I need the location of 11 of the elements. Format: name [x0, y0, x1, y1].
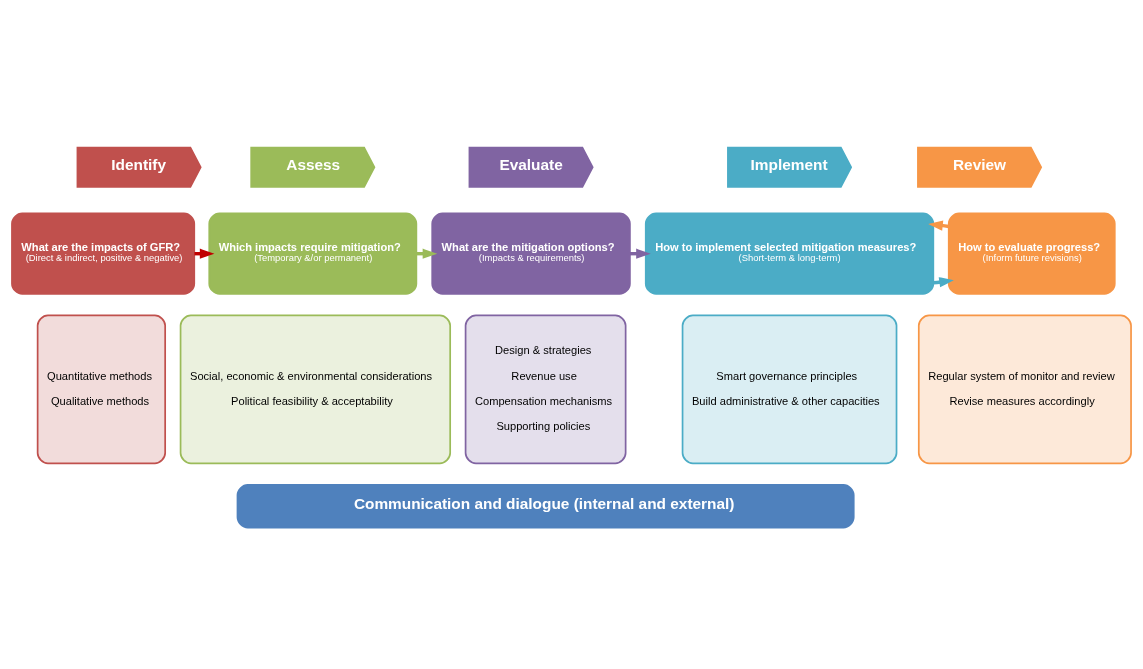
node-box: Quantitative methods Qualitative methods	[36, 313, 166, 464]
node-box: How to implement selected mitigation measures? (Short-term & long-term)	[644, 212, 935, 295]
node-box: What are the mitigation options? (Impacts & requirements)	[431, 212, 631, 295]
node-box: Social, economic & environmental considerations Political feasibility & acceptability	[179, 313, 452, 464]
node-box: Smart governance principles Build administrative & other capacities	[681, 313, 898, 464]
node-box: Communication and dialogue (internal and external)	[236, 483, 855, 528]
node-box: Regular system of monitor and review Revise measures accordingly	[917, 313, 1132, 464]
node-box: How to evaluate progress? (Inform future revisions)	[947, 212, 1116, 295]
node-box: What are the impacts of GFR? (Direct & indirect, positive & negative)	[11, 212, 196, 295]
node-box: Which impacts require mitigation? (Temporary &/or permanent)	[208, 212, 418, 295]
node-box: Design & strategies Revenue use Compensation mechanisms Supporting policies	[464, 313, 627, 464]
